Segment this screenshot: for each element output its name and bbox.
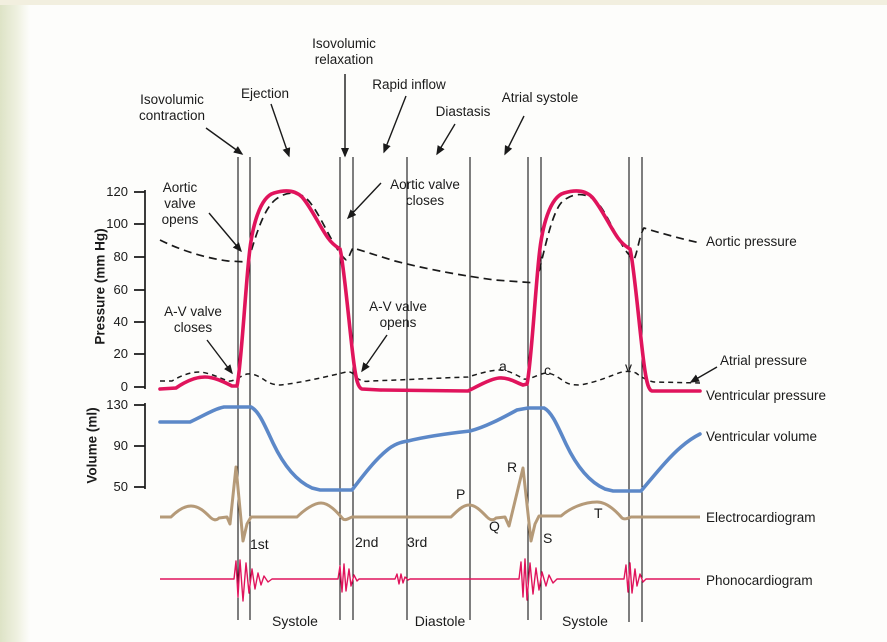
diastole-label: Diastole xyxy=(414,613,466,629)
pressure-tick-120: 120 xyxy=(106,184,128,199)
phonocardiogram-label: Phonocardiogram xyxy=(706,573,813,588)
r-wave-label: R xyxy=(507,459,518,475)
atrial-pressure-label: Atrial pressure xyxy=(720,353,808,368)
pressure-tick-40: 40 xyxy=(113,314,128,329)
s-wave-label: S xyxy=(543,530,553,546)
phonocardiogram-curve xyxy=(160,558,700,602)
aortic-valve-opens-label: Aortic valve opens xyxy=(161,180,199,227)
ecg-curve xyxy=(160,465,700,543)
q-wave-label: Q xyxy=(489,518,500,534)
diastasis-arrow xyxy=(436,123,456,156)
isovolumic-contraction-label: Isovolumic contraction xyxy=(138,92,206,123)
t-wave-label: T xyxy=(594,505,603,521)
atrial-pressure-curve xyxy=(160,369,701,386)
ventricular-volume-label: Ventricular volume xyxy=(706,429,818,444)
c-wave-label: c xyxy=(544,362,551,378)
volume-tick-50: 50 xyxy=(113,479,128,494)
aortic-valve-closes-arrow xyxy=(346,182,382,220)
page-left-border xyxy=(0,0,30,642)
a-wave-label: a xyxy=(499,358,507,374)
pressure-tick-100: 100 xyxy=(106,216,128,231)
first-sound-label: 1st xyxy=(250,536,269,552)
systole-label-2: Systole xyxy=(562,613,608,629)
pressure-tick-80: 80 xyxy=(113,249,128,264)
aortic-pressure-label: Aortic pressure xyxy=(706,234,797,249)
ventricular-pressure-curve xyxy=(158,189,702,393)
p-wave-label: P xyxy=(456,486,466,502)
av-valve-opens-label: A-V valve opens xyxy=(369,299,427,330)
volume-axis xyxy=(134,403,146,489)
v-wave-label: v xyxy=(625,359,632,375)
rapid-inflow-label: Rapid inflow xyxy=(372,77,446,92)
pressure-tick-20: 20 xyxy=(113,346,128,361)
rapid-inflow-arrow xyxy=(383,95,407,154)
aortic-valve-opens-arrow xyxy=(208,212,242,253)
pressure-tick-60: 60 xyxy=(113,282,128,297)
atrial-systole-label: Atrial systole xyxy=(501,90,579,105)
ventricular-volume-curve xyxy=(158,405,702,493)
av-valve-closes-arrow xyxy=(206,339,233,375)
aortic-pressure-curve xyxy=(159,192,701,284)
ejection-label: Ejection xyxy=(240,86,290,101)
isovolumic-contraction-arrow xyxy=(205,127,244,155)
pressure-axis xyxy=(134,190,146,389)
systole-label-1: Systole xyxy=(272,613,318,629)
pressure-tick-0: 0 xyxy=(120,379,128,394)
volume-tick-130: 130 xyxy=(106,397,128,412)
isovolumic-relaxation-label: Isovolumic relaxation xyxy=(312,36,376,67)
ejection-arrow xyxy=(270,103,291,158)
atrial-systole-arrow xyxy=(504,115,525,156)
atrial-pressure-label-arrow xyxy=(689,366,718,383)
volume-tick-90: 90 xyxy=(113,438,128,453)
av-valve-opens-arrow xyxy=(361,334,388,373)
third-sound-label: 3rd xyxy=(407,534,428,550)
av-valve-closes-label: A-V valve closes xyxy=(164,304,222,335)
diastasis-label: Diastasis xyxy=(435,104,491,119)
page-top-border xyxy=(0,0,887,5)
electrocardiogram-label: Electrocardiogram xyxy=(706,510,816,525)
aortic-valve-closes-label: Aortic valve closes xyxy=(390,177,460,208)
second-sound-label: 2nd xyxy=(355,534,379,550)
ventricular-pressure-label: Ventricular pressure xyxy=(706,388,827,403)
